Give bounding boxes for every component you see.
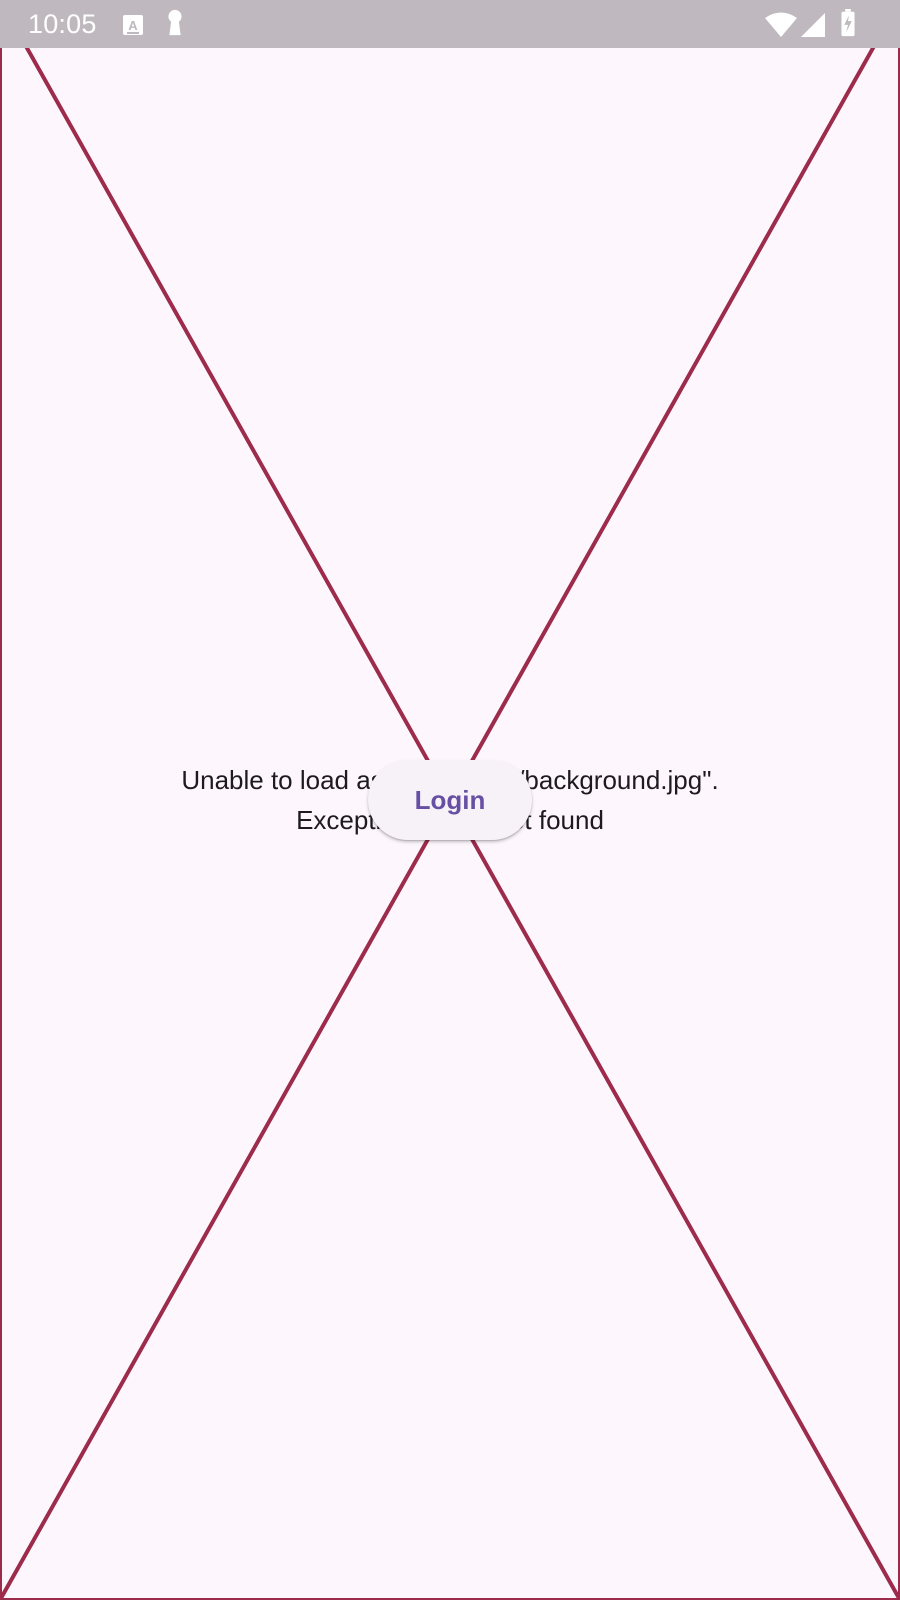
keyboard-a-icon: A bbox=[123, 15, 143, 35]
wifi-icon bbox=[765, 12, 797, 37]
login-button[interactable]: Login bbox=[368, 760, 532, 840]
battery-charging-icon bbox=[841, 9, 855, 37]
status-bar: 10:05 A bbox=[0, 0, 900, 48]
status-time: 10:05 bbox=[28, 9, 97, 39]
cell-signal-icon bbox=[801, 13, 825, 37]
keyhole-icon bbox=[168, 9, 182, 36]
svg-text:A: A bbox=[128, 18, 138, 33]
